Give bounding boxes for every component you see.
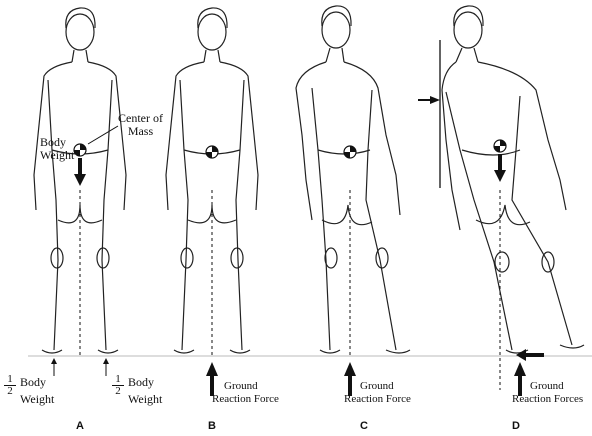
panel-label-c: C xyxy=(360,420,368,432)
center-of-mass-symbol-a xyxy=(74,144,86,156)
fraction-left: 1 2 xyxy=(4,374,16,397)
figure-b xyxy=(166,8,258,353)
half-weight-arrow-left xyxy=(51,358,57,376)
figure-c xyxy=(296,6,410,353)
center-of-mass-symbol-b xyxy=(206,146,218,158)
grf-label-b: Ground Reaction Force xyxy=(212,380,279,406)
figure-d xyxy=(442,6,584,353)
body-weight-arrow-d xyxy=(494,154,506,182)
half-weight-arrow-right xyxy=(103,358,109,376)
center-of-mass-symbol-c xyxy=(344,146,356,158)
wall-force-arrow-d xyxy=(418,96,440,104)
grf-label-c: Ground Reaction Force xyxy=(344,380,411,406)
center-of-mass-symbol-d xyxy=(494,140,506,152)
panel-label-d: D xyxy=(512,420,520,432)
center-of-mass-pointer xyxy=(88,126,118,144)
panel-label-b: B xyxy=(208,420,216,432)
fraction-right: 1 2 xyxy=(112,374,124,397)
body-weight-label: Body Weight xyxy=(40,136,74,162)
panel-label-a: A xyxy=(76,420,84,432)
half-body-weight-right-label: Body Weight xyxy=(128,376,162,406)
half-body-weight-left-label: Body Weight xyxy=(20,376,54,406)
center-of-mass-label: Center of Mass xyxy=(118,112,163,138)
friction-arrow-d xyxy=(516,349,544,361)
grf-label-d: Ground Reaction Forces xyxy=(512,380,583,406)
body-weight-arrow-a xyxy=(74,158,86,186)
